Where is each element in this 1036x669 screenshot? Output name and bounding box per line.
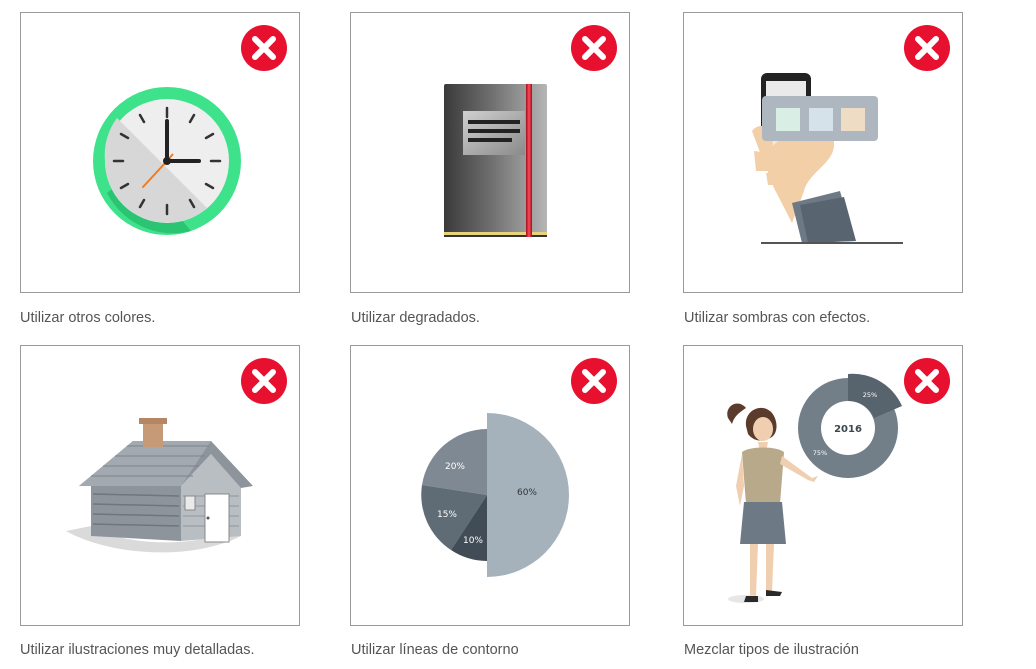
pie-chart-icon: 20% 15% 10% 60% bbox=[421, 413, 569, 577]
card-clock bbox=[20, 12, 300, 293]
pie-label-10: 10% bbox=[463, 536, 483, 546]
house-icon bbox=[66, 418, 253, 553]
pie-label-15: 15% bbox=[437, 510, 457, 520]
donut-label-25: 25% bbox=[863, 391, 877, 399]
clock-icon bbox=[93, 87, 241, 235]
caption-notebook: Utilizar degradados. bbox=[351, 310, 480, 326]
caption-house: Utilizar ilustraciones muy detalladas. bbox=[20, 642, 255, 658]
pie-label-20: 20% bbox=[445, 462, 465, 472]
close-icon bbox=[571, 25, 617, 71]
caption-hand-phone: Utilizar sombras con efectos. bbox=[684, 310, 871, 326]
close-icon bbox=[904, 358, 950, 404]
card-woman-donut: 2016 25% 75% bbox=[683, 345, 963, 626]
card-hand-phone bbox=[683, 12, 963, 293]
donut-label-75: 75% bbox=[813, 449, 827, 457]
caption-pie: Utilizar líneas de contorno bbox=[351, 642, 519, 658]
notebook-icon bbox=[444, 84, 547, 237]
close-icon bbox=[241, 358, 287, 404]
woman-donut-icon: 2016 25% 75% bbox=[727, 373, 902, 603]
card-notebook bbox=[350, 12, 630, 293]
card-house bbox=[20, 345, 300, 626]
caption-woman-donut: Mezclar tipos de ilustración bbox=[684, 642, 859, 658]
close-icon bbox=[904, 25, 950, 71]
pie-label-60: 60% bbox=[517, 488, 537, 498]
close-icon bbox=[571, 358, 617, 404]
card-pie: 20% 15% 10% 60% bbox=[350, 345, 630, 626]
caption-clock: Utilizar otros colores. bbox=[20, 310, 156, 326]
donut-center-year: 2016 bbox=[834, 424, 862, 435]
hand-phone-icon bbox=[752, 73, 903, 244]
close-icon bbox=[241, 25, 287, 71]
